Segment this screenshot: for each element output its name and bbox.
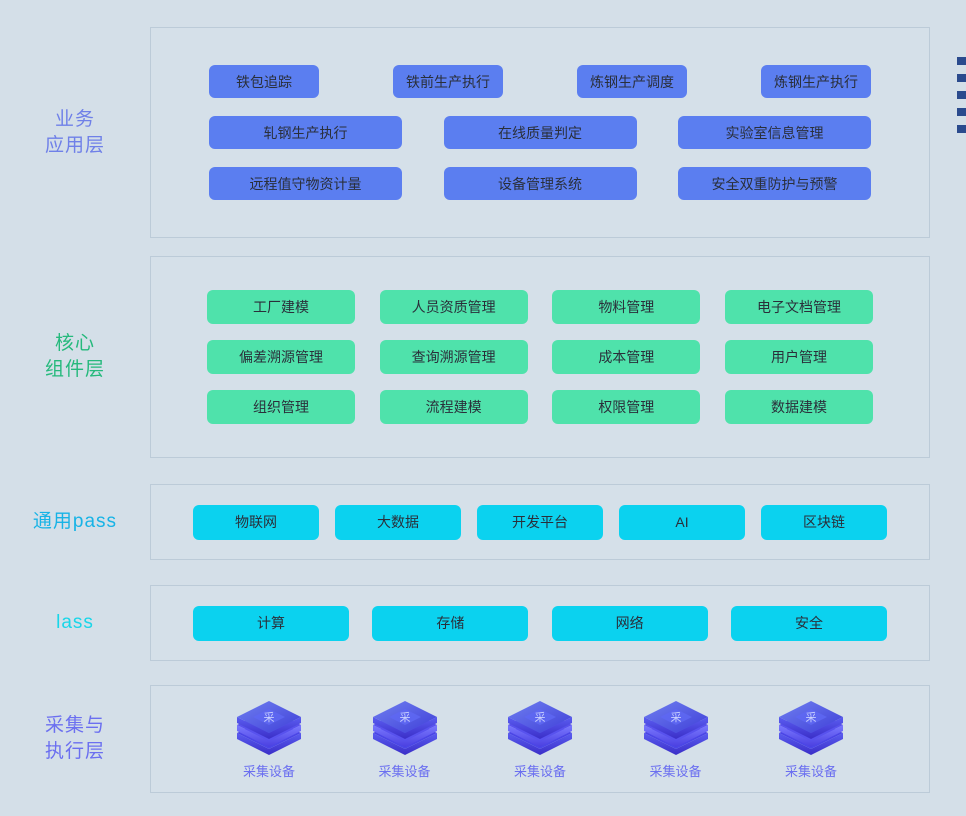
- layer-acquisition-execution: 采集与 执行层: [0, 685, 966, 793]
- chip-yonghu-guanli[interactable]: 用户管理: [724, 340, 873, 374]
- legend-bullet-strip: [954, 57, 966, 133]
- layer-label-core-components: 核心 组件层: [44, 333, 105, 380]
- chip-yuancheng-zhishou-wuzi-jiliang[interactable]: 远程值守物资计量: [209, 167, 402, 200]
- layer-label-acquisition-execution: 采集与 执行层: [44, 715, 105, 762]
- collection-device-cube-icon: 采: [504, 699, 576, 757]
- layer-panel-general-paas: 物联网 大数据 开发平台 AI 区块链: [150, 484, 930, 560]
- device-item[interactable]: 采 采集设备: [209, 699, 329, 780]
- chip-wuliao-guanli[interactable]: 物料管理: [552, 290, 701, 324]
- device-item[interactable]: 采 采集设备: [480, 699, 600, 780]
- chip-chengben-guanli[interactable]: 成本管理: [552, 340, 701, 374]
- layer-panel-core-components: 工厂建模 人员资质管理 物料管理 电子文档管理 偏差溯源管理 查询溯源管理 成本…: [150, 256, 930, 458]
- chip-liangang-shengchan-diaodu[interactable]: 炼钢生产调度: [577, 65, 687, 98]
- chip-dashuju[interactable]: 大数据: [335, 504, 461, 540]
- chip-anquan-shuangzhong-fanghu-yujing[interactable]: 安全双重防护与预警: [678, 167, 871, 200]
- legend-bullet-icon: [957, 125, 966, 133]
- chip-quanxian-guanli[interactable]: 权限管理: [552, 390, 701, 424]
- device-label: 采集设备: [784, 763, 837, 779]
- device-label: 采集设备: [513, 763, 566, 779]
- chip-piancha-suyuan-guanli[interactable]: 偏差溯源管理: [207, 340, 355, 374]
- chip-ai[interactable]: AI: [619, 504, 745, 540]
- svg-text:采: 采: [399, 711, 410, 724]
- layer-business-application: 业务 应用层 铁包追踪 铁前生产执行 炼钢生产调度 炼钢生产执行 轧钢生产执行 …: [0, 27, 966, 238]
- svg-text:采: 采: [670, 711, 681, 724]
- chip-qukuailian[interactable]: 区块链: [761, 504, 887, 540]
- collection-device-cube-icon: 采: [369, 699, 441, 757]
- chip-row: 轧钢生产执行 在线质量判定 实验室信息管理: [151, 116, 929, 149]
- chip-row: 偏差溯源管理 查询溯源管理 成本管理 用户管理: [151, 340, 929, 374]
- chip-liangang-shengchan-zhixing[interactable]: 炼钢生产执行: [761, 65, 871, 98]
- svg-text:采: 采: [806, 711, 817, 724]
- chip-row: 工厂建模 人员资质管理 物料管理 电子文档管理: [151, 290, 929, 324]
- legend-bullet-icon: [957, 74, 966, 82]
- chip-cunchu[interactable]: 存储: [372, 605, 529, 641]
- device-label: 采集设备: [242, 763, 295, 779]
- chip-anquan[interactable]: 安全: [730, 605, 887, 641]
- chip-zuzhi-guanli[interactable]: 组织管理: [207, 390, 355, 424]
- chip-tieqian-shengchan-zhixing[interactable]: 铁前生产执行: [393, 65, 503, 98]
- device-label: 采集设备: [649, 763, 702, 779]
- device-item[interactable]: 采 采集设备: [345, 699, 465, 780]
- layer-panel-acquisition-execution: 采 采集设备: [150, 685, 930, 793]
- chip-shuju-jianmo[interactable]: 数据建模: [724, 390, 873, 424]
- chip-chaxun-suyuan-guanli[interactable]: 查询溯源管理: [379, 340, 528, 374]
- device-item[interactable]: 采 采集设备: [616, 699, 736, 780]
- legend-bullet-icon: [957, 108, 966, 116]
- chip-shebei-guanli-xitong[interactable]: 设备管理系统: [443, 167, 637, 200]
- chip-row: 物联网 大数据 开发平台 AI 区块链: [151, 504, 929, 540]
- chip-shiyanshi-xinxi-guanli[interactable]: 实验室信息管理: [678, 116, 871, 149]
- device-label: 采集设备: [378, 763, 431, 779]
- chip-row: 计算 存储 网络 安全: [151, 605, 929, 641]
- chip-wangluo[interactable]: 网络: [551, 605, 708, 641]
- chip-wulianwang[interactable]: 物联网: [193, 504, 319, 540]
- svg-text:采: 采: [264, 711, 275, 724]
- collection-device-cube-icon: 采: [233, 699, 305, 757]
- chip-renyuan-zizhi-guanli[interactable]: 人员资质管理: [379, 290, 528, 324]
- layer-general-paas: 通用pass 物联网 大数据 开发平台 AI 区块链: [0, 484, 966, 560]
- layer-label-business-application: 业务 应用层: [44, 108, 105, 156]
- chip-row: 组织管理 流程建模 权限管理 数据建模: [151, 390, 929, 424]
- chip-dianzi-wendang-guanli[interactable]: 电子文档管理: [724, 290, 873, 324]
- collection-device-cube-icon: 采: [640, 699, 712, 757]
- collection-device-cube-icon: 采: [775, 699, 847, 757]
- chip-gongchang-jianmo[interactable]: 工厂建模: [207, 290, 355, 324]
- svg-text:采: 采: [535, 711, 546, 724]
- chip-zhagang-shengchan-zhixing[interactable]: 轧钢生产执行: [209, 116, 402, 149]
- layer-panel-iaas: 计算 存储 网络 安全: [150, 585, 930, 661]
- legend-bullet-icon: [957, 57, 966, 65]
- layer-label-general-paas: 通用pass: [32, 511, 118, 532]
- layer-label-iaas: lass: [56, 612, 94, 633]
- chip-jisuan[interactable]: 计算: [193, 605, 349, 641]
- layer-iaas: lass 计算 存储 网络 安全: [0, 585, 966, 661]
- chip-row: 远程值守物资计量 设备管理系统 安全双重防护与预警: [151, 167, 929, 200]
- chip-zaixian-zhiliang-panding[interactable]: 在线质量判定: [443, 116, 637, 149]
- chip-tiebao-zhuizong[interactable]: 铁包追踪: [209, 65, 319, 98]
- device-row: 采 采集设备: [151, 699, 929, 780]
- legend-bullet-icon: [957, 91, 966, 99]
- layer-panel-business-application: 铁包追踪 铁前生产执行 炼钢生产调度 炼钢生产执行 轧钢生产执行 在线质量判定 …: [150, 27, 930, 238]
- layer-core-components: 核心 组件层 工厂建模 人员资质管理 物料管理 电子文档管理 偏差溯源管理 查询…: [0, 256, 966, 458]
- chip-liucheng-jianmo[interactable]: 流程建模: [379, 390, 528, 424]
- device-item[interactable]: 采 采集设备: [751, 699, 871, 780]
- chip-kaifa-pingtai[interactable]: 开发平台: [477, 504, 603, 540]
- chip-row: 铁包追踪 铁前生产执行 炼钢生产调度 炼钢生产执行: [151, 65, 929, 98]
